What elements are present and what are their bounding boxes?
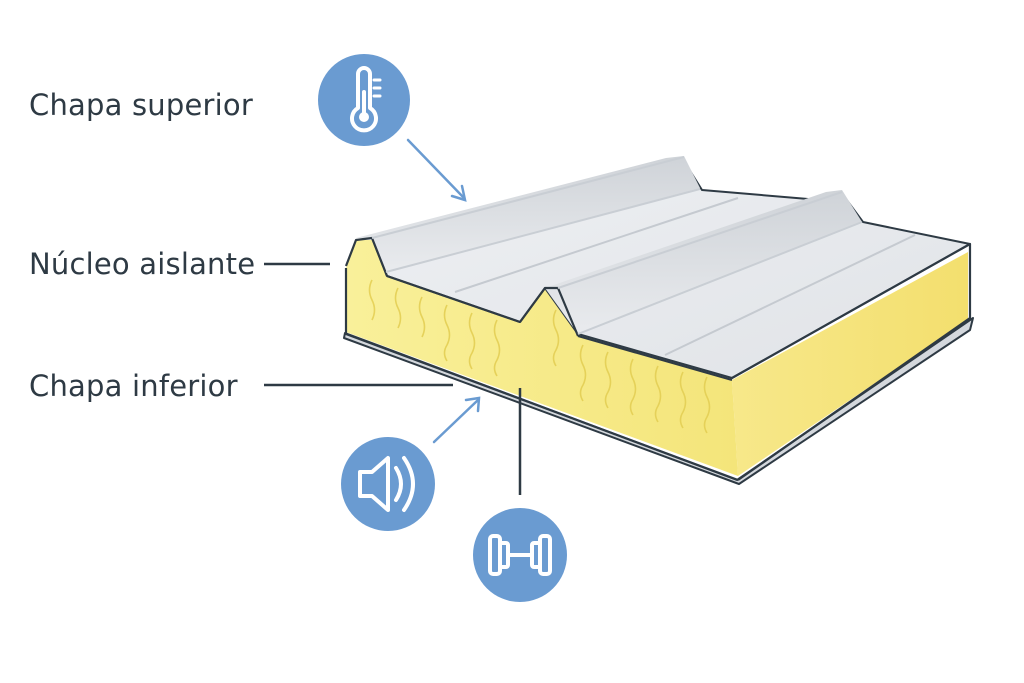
insulating-core [346,240,968,476]
arrow-acoustic [432,398,480,444]
label-bottom-sheet: Chapa inferior [29,369,238,403]
arrows [406,138,481,444]
arrow-thermal [406,138,466,200]
speaker-icon [341,437,435,531]
label-insulating-core: Núcleo aislante [29,247,256,281]
thermometer-icon [318,54,410,146]
dumbbell-icon [473,508,567,602]
label-top-sheet: Chapa superior [29,88,253,122]
leader-lines [264,262,522,495]
top-sheet [344,156,972,482]
